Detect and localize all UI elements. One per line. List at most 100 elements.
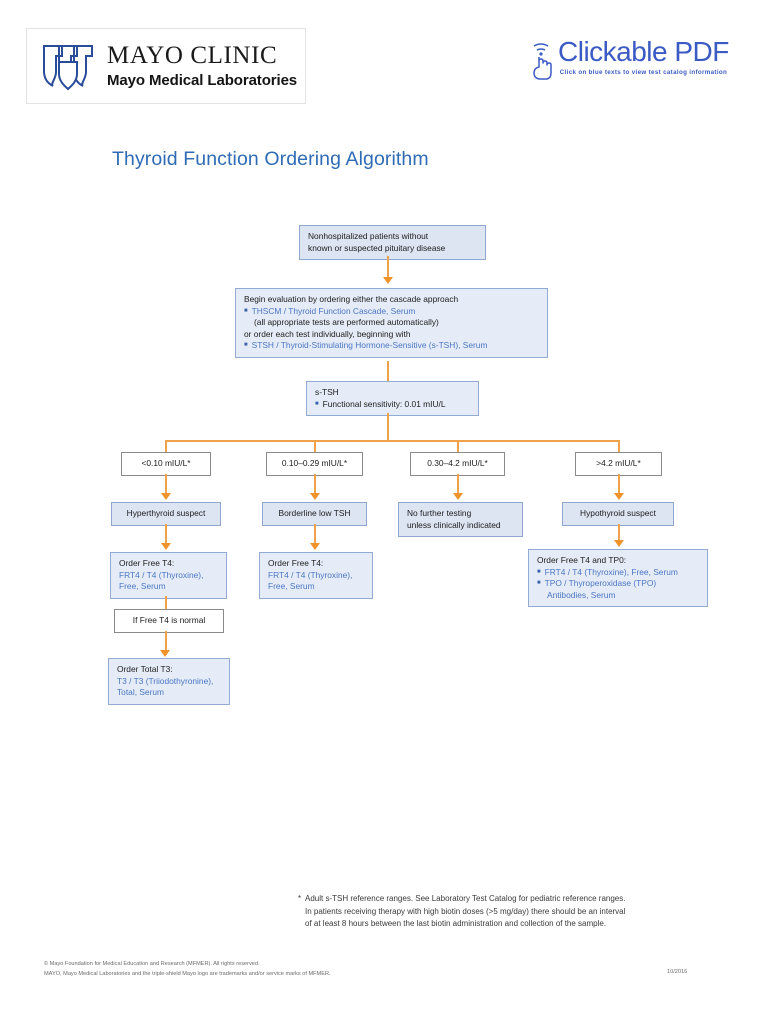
outcome-label-4: Hypothyroid suspect — [580, 508, 656, 518]
mayo-triple-shield-icon — [43, 45, 93, 91]
connector-range4-to-outcome4 — [618, 474, 620, 494]
order-title-1: Order Free T4: — [119, 558, 175, 568]
clickable-pdf-badge: Clickable PDF Click on blue texts to vie… — [528, 38, 729, 80]
evaluation-bullet-1-row[interactable]: ■ THSCM / Thyroid Function Cascade, Seru… — [244, 306, 539, 318]
footnote-marker: * — [298, 894, 302, 903]
arrow-condition-to-order-t3 — [160, 650, 170, 657]
arrow-range1-to-outcome1 — [161, 493, 171, 500]
order-title-2: Order Free T4: — [268, 558, 324, 568]
tpo-bullet-1-row[interactable]: ■ FRT4 / T4 (Thyroxine), Free, Serum — [537, 567, 699, 579]
footnote-line-3: of at least 8 hours between the last bio… — [305, 919, 607, 928]
link-t3-line-2[interactable]: Total, Serum — [117, 687, 165, 698]
connector-condition-to-order-t3 — [165, 631, 167, 651]
mayo-logo-block: MAYO CLINIC Mayo Medical Laboratories — [26, 28, 306, 104]
order-box-free-t4-and-tpo: Order Free T4 and TP0: ■ FRT4 / T4 (Thyr… — [528, 549, 708, 608]
connector-branch-horizontal — [165, 440, 620, 442]
tpo-bullet-2-row[interactable]: ■ TPO / Thyroperoxidase (TPO) — [537, 578, 699, 590]
outcome-box-hypothyroid: Hypothyroid suspect — [562, 502, 674, 526]
outcome-box-borderline: Borderline low TSH — [262, 502, 367, 526]
outcome-label-1: Hyperthyroid suspect — [126, 508, 206, 518]
condition-box-if-free-t4-normal: If Free T4 is normal — [114, 609, 224, 633]
link-frt4-mid-line-1[interactable]: FRT4 / T4 (Thyroxine), — [268, 569, 353, 580]
arrow-outcome2-to-order2 — [310, 543, 320, 550]
order-box-total-t3: Order Total T3: T3 / T3 (Triiodothyronin… — [108, 658, 230, 705]
range-box-1: <0.10 mIU/L* — [121, 452, 211, 476]
connector-branch-3-down — [457, 440, 459, 452]
range-label-1: <0.10 mIU/L* — [141, 458, 191, 468]
connector-branch-1-down — [165, 440, 167, 452]
evaluation-bullet-2-row[interactable]: ■ STSH / Thyroid-Stimulating Hormone-Sen… — [244, 340, 539, 352]
link-t3-line-1[interactable]: T3 / T3 (Triiodothyronine), — [117, 675, 214, 686]
order-box-free-t4-mid: Order Free T4: FRT4 / T4 (Thyroxine), Fr… — [259, 552, 373, 599]
link-frt4-line-2[interactable]: Free, Serum — [119, 581, 166, 592]
evaluation-note-1: (all appropriate tests are performed aut… — [254, 317, 439, 328]
arrow-outcome1-to-order1 — [161, 543, 171, 550]
outcome-box-no-further-testing: No further testing unless clinically ind… — [398, 502, 523, 538]
copyright-line-1: © Mayo Foundation for Medical Education … — [44, 961, 260, 967]
link-stsh-serum[interactable]: STSH / Thyroid-Stimulating Hormone-Sensi… — [251, 340, 488, 351]
bullet-square-icon: ■ — [537, 568, 541, 575]
connector-range1-to-outcome1 — [165, 474, 167, 494]
stsh-box: s-TSH ■ Functional sensitivity: 0.01 mIU… — [306, 381, 479, 417]
condition-label: If Free T4 is normal — [132, 615, 206, 625]
copyright-line-2: MAYO, Mayo Medical Laboratories and the … — [44, 970, 331, 977]
order-title-3: Order Free T4 and TP0: — [537, 555, 627, 565]
page-title: Thyroid Function Ordering Algorithm — [112, 148, 429, 170]
evaluation-line-1: Begin evaluation by ordering either the … — [244, 294, 459, 304]
link-tpo-antibodies-line-2[interactable]: Antibodies, Serum — [547, 589, 616, 600]
clicking-hand-icon — [533, 43, 552, 80]
connector-order1-to-condition — [165, 596, 167, 609]
outcome-box-hyperthyroid: Hyperthyroid suspect — [111, 502, 221, 526]
link-tpo-antibodies-line-1[interactable]: TPO / Thyroperoxidase (TPO) — [544, 578, 657, 589]
stsh-sensitivity: Functional sensitivity: 0.01 mIU/L — [322, 398, 446, 409]
badge-subtitle: Click on blue texts to view test catalog… — [559, 69, 728, 76]
start-box: Nonhospitalized patients without known o… — [299, 225, 486, 261]
connector-branch-2-down — [314, 440, 316, 452]
connector-branch-4-down — [618, 440, 620, 452]
connector-outcome1-to-order1 — [165, 524, 167, 544]
link-thscm-cascade[interactable]: THSCM / Thyroid Function Cascade, Serum — [251, 305, 416, 316]
stsh-bullet-row: ■ Functional sensitivity: 0.01 mIU/L — [315, 399, 470, 411]
outcome-label-3-line-1: No further testing — [407, 508, 472, 518]
range-box-4: >4.2 mIU/L* — [575, 452, 662, 476]
connector-outcome4-to-order4 — [618, 524, 620, 542]
order-box-free-t4-left: Order Free T4: FRT4 / T4 (Thyroxine), Fr… — [110, 552, 227, 599]
copyright-block: © Mayo Foundation for Medical Education … — [44, 960, 331, 979]
arrow-outcome4-to-order4 — [614, 540, 624, 547]
range-box-2: 0.10–0.29 mIU/L* — [266, 452, 363, 476]
arrow-range4-to-outcome4 — [614, 493, 624, 500]
range-box-3: 0.30–4.2 mIU/L* — [410, 452, 505, 476]
connector-range2-to-outcome2 — [314, 474, 316, 494]
bullet-square-icon: ■ — [244, 342, 248, 349]
start-line-2: known or suspected pituitary disease — [308, 242, 446, 253]
connector-range3-to-outcome3 — [457, 474, 459, 494]
evaluation-line-2: or order each test individually, beginni… — [244, 328, 411, 339]
connector-evaluation-to-stsh — [387, 361, 389, 381]
footnote-line-2: In patients receiving therapy with high … — [305, 906, 626, 916]
outcome-label-3-line-2: unless clinically indicated — [407, 519, 501, 530]
outcome-label-2: Borderline low TSH — [278, 508, 351, 518]
arrow-range3-to-outcome3 — [453, 493, 463, 500]
logo-subtitle: Mayo Medical Laboratories — [107, 71, 298, 89]
connector-stsh-down — [387, 413, 389, 440]
link-frt4-line-1[interactable]: FRT4 / T4 (Thyroxine), — [119, 569, 204, 580]
footnote-line-1: Adult s-TSH reference ranges. See Labora… — [305, 894, 626, 903]
range-label-2: 0.10–0.29 mIU/L* — [281, 458, 348, 468]
date-stamp: 10/2016 — [667, 969, 688, 975]
connector-start-to-evaluation — [387, 256, 389, 278]
arrow-start-to-evaluation — [383, 277, 393, 284]
bullet-square-icon: ■ — [537, 580, 541, 587]
evaluation-box: Begin evaluation by ordering either the … — [235, 288, 548, 358]
start-line-1: Nonhospitalized patients without — [308, 231, 429, 241]
logo-title: MAYO CLINIC — [107, 42, 278, 70]
stsh-title: s-TSH — [315, 387, 339, 397]
order-title-4: Order Total T3: — [117, 664, 173, 674]
range-label-3: 0.30–4.2 mIU/L* — [427, 458, 488, 468]
link-frt4-mid-line-2[interactable]: Free, Serum — [268, 581, 315, 592]
range-label-4: >4.2 mIU/L* — [596, 458, 641, 468]
link-frt4-tpo-box[interactable]: FRT4 / T4 (Thyroxine), Free, Serum — [544, 566, 678, 577]
bullet-square-icon: ■ — [315, 400, 319, 407]
bullet-square-icon: ■ — [244, 307, 248, 314]
arrow-range2-to-outcome2 — [310, 493, 320, 500]
